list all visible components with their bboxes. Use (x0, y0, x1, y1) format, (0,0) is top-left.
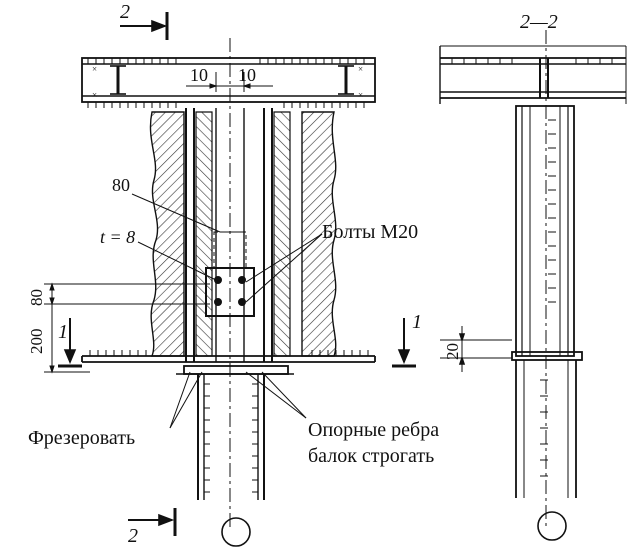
section-2-2-title: 2—2 (520, 11, 558, 33)
axis-marker-circle-right (537, 511, 567, 541)
dim-plate-width-label: 80 (112, 175, 130, 195)
dim-gap-right-label: 10 (238, 65, 256, 85)
right-i-profile: × × (338, 64, 363, 100)
svg-text:×: × (92, 64, 97, 74)
bolt-circle (238, 297, 247, 306)
bolts-label: Болты М20 (322, 221, 419, 243)
dim-20-label: 20 (443, 343, 462, 360)
ribs-label-line1: Опорные ребра (308, 419, 440, 441)
bolt-circle (238, 275, 247, 284)
dim-gap (186, 72, 273, 92)
upper-beam: × × × × (81, 57, 376, 108)
bottom-leaders (169, 371, 307, 429)
left-i-profile: × × (92, 64, 126, 100)
ribs-label-line2: балок строгать (308, 445, 435, 467)
section-2-bottom-label: 2 (128, 525, 138, 547)
section-2-top-marker (120, 12, 169, 40)
dim-200-label: 200 (27, 328, 46, 355)
section-2-top-label: 2 (120, 1, 130, 23)
section-1-left-marker (58, 318, 82, 368)
section-1-right-marker (392, 318, 416, 368)
svg-text:×: × (92, 90, 97, 100)
dim-gap-left-label: 10 (190, 65, 208, 85)
section-1-right-label: 1 (412, 311, 422, 333)
axis-marker-circle (221, 517, 251, 547)
lower-beam (81, 350, 376, 363)
svg-text:×: × (358, 64, 363, 74)
dim-chain-left (44, 282, 210, 374)
svg-text:×: × (358, 90, 363, 100)
hatched-wall (149, 111, 337, 357)
mill-label: Фрезеровать (28, 427, 136, 449)
vertical-ribs (185, 108, 273, 362)
column-cap (176, 365, 294, 375)
right-section-view (439, 30, 627, 541)
dim-80-label: 80 (27, 289, 46, 306)
section-1-left-label: 1 (58, 321, 68, 343)
column-shaft-left (197, 374, 265, 547)
bolt-circle (214, 275, 223, 284)
leader-lines (131, 193, 323, 303)
section-2-bottom-marker (128, 508, 177, 536)
bolt-circle (214, 297, 223, 306)
dim-plate-thickness-label: t = 8 (100, 227, 136, 247)
splice-plate (205, 231, 255, 317)
